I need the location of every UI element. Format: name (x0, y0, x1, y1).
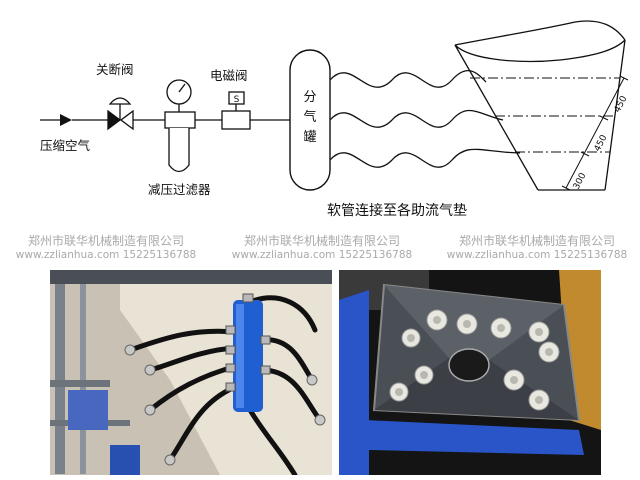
hose-caption: 软管连接至各助流气垫 (327, 202, 467, 219)
dim-300: 300 (572, 171, 589, 191)
solenoid-mark: S (234, 95, 240, 105)
shutoff-valve-label: 关断阀 (96, 62, 134, 77)
reducer-filter-icon (164, 79, 196, 173)
watermark-left: 郑州市联华机械制造有限公司 www.zzlianhua.com 15225136… (6, 234, 206, 262)
hoses (329, 69, 521, 168)
dimension-lines (561, 75, 629, 191)
inlet-label: 压缩空气 (40, 138, 91, 153)
tank-label-char-3: 罐 (303, 130, 316, 145)
watermark-center: 郑州市联华机械制造有限公司 www.zzlianhua.com 15225136… (222, 234, 422, 262)
watermark-website: www.zzlianhua.com 15225136788 (231, 249, 413, 261)
hose-3 (329, 148, 521, 168)
solenoid-valve-label: 电磁阀 (210, 68, 248, 83)
watermark-company: 郑州市联华机械制造有限公司 (458, 234, 615, 248)
watermark-right: 郑州市联华机械制造有限公司 www.zzlianhua.com 15225136… (437, 234, 637, 262)
shutoff-valve-icon (107, 97, 134, 131)
manifold-photo (50, 270, 332, 475)
hose-1 (329, 69, 487, 88)
solenoid-valve-icon (221, 91, 251, 130)
hopper-cone (454, 20, 626, 191)
watermark-company: 郑州市联华机械制造有限公司 (243, 234, 400, 248)
inlet-arrow-icon (60, 114, 72, 126)
watermark-website: www.zzlianhua.com 15225136788 (446, 249, 628, 261)
tank-label-char-1: 分 (303, 90, 316, 105)
pad-levels (470, 77, 620, 153)
dim-450-upper: 450 (613, 94, 630, 114)
hose-2 (329, 109, 504, 128)
reducer-filter-label: 减压过滤器 (148, 182, 211, 197)
aeration-pads-photo (339, 270, 601, 475)
watermark-company: 郑州市联华机械制造有限公司 (27, 234, 184, 248)
air-flow-schematic: S 分 气 罐 300 450 450 压缩空气 关断阀 减压过滤器 电磁阀 软… (40, 20, 630, 219)
dim-450-lower: 450 (593, 133, 610, 153)
tank-label-char-2: 气 (303, 109, 316, 125)
watermark-website: www.zzlianhua.com 15225136788 (15, 249, 197, 261)
